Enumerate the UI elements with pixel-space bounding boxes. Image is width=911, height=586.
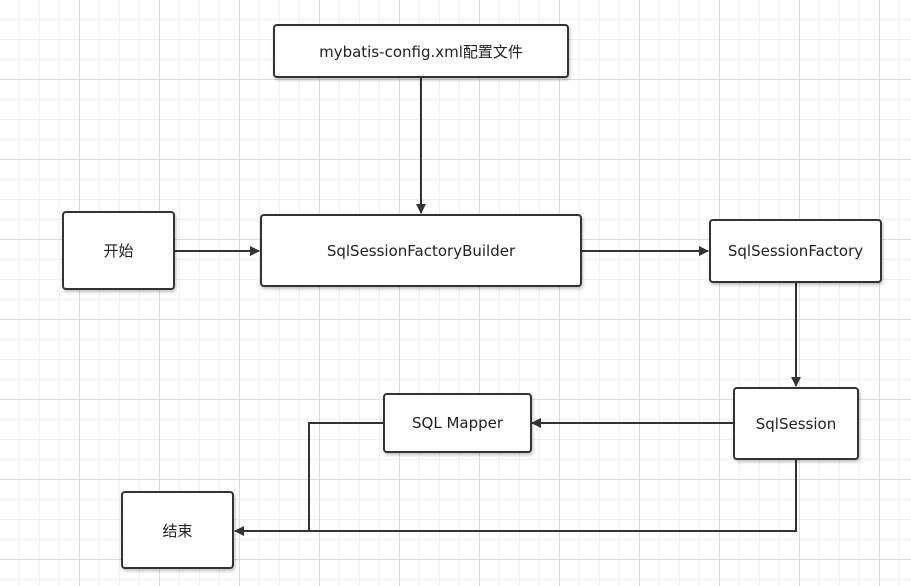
- edge-mapper-to-end: [308, 422, 383, 531]
- node-sqlsessionfactorybuilder[interactable]: SqlSessionFactoryBuilder: [260, 214, 582, 287]
- node-sqlsession-label: SqlSession: [755, 414, 837, 433]
- node-config-file-label: mybatis-config.xml配置文件: [319, 42, 523, 61]
- node-end[interactable]: 结束: [121, 491, 234, 569]
- node-sqlsessionfactorybuilder-label: SqlSessionFactoryBuilder: [326, 241, 516, 260]
- node-start[interactable]: 开始: [62, 211, 175, 290]
- node-sqlsessionfactory-label: SqlSessionFactory: [727, 242, 864, 260]
- node-sql-mapper[interactable]: SQL Mapper: [383, 393, 532, 453]
- node-sql-mapper-label: SQL Mapper: [411, 414, 504, 432]
- node-start-label: 开始: [103, 242, 134, 260]
- node-end-label: 结束: [162, 521, 193, 540]
- node-config-file[interactable]: mybatis-config.xml配置文件: [273, 24, 569, 78]
- node-sqlsession[interactable]: SqlSession: [733, 387, 859, 460]
- node-sqlsessionfactory[interactable]: SqlSessionFactory: [709, 219, 882, 283]
- edge-session-to-end: [234, 460, 797, 536]
